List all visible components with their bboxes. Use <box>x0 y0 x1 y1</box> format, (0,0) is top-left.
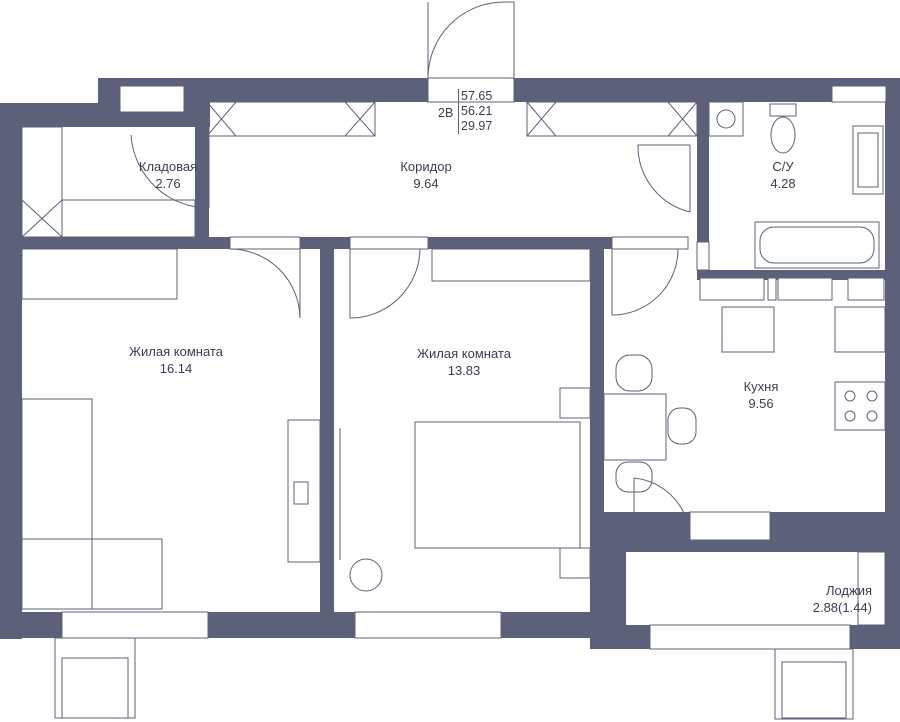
living-area: 29.97 <box>461 119 493 133</box>
room-area: 2.76 <box>155 176 181 191</box>
room-name: Жилая комната <box>129 344 223 359</box>
furniture <box>21 101 886 626</box>
room-name: Жилая комната <box>417 346 511 361</box>
room-label-living2: Жилая комната 13.83 <box>404 345 524 379</box>
apartment-type: 2В <box>438 106 454 120</box>
room-area: 2.88(1.44) <box>812 600 872 615</box>
room-name: Коридор <box>400 159 452 174</box>
room-area: 16.14 <box>159 361 193 376</box>
room-name: Лоджия <box>825 583 872 598</box>
room-area: 4.28 <box>770 176 796 191</box>
room-name: С/У <box>772 159 794 174</box>
room-label-storage: Кладовая 2.76 <box>128 158 208 192</box>
doors <box>130 1 691 548</box>
total-area: 57.65 <box>461 89 493 103</box>
windows <box>54 77 887 720</box>
room-area: 9.64 <box>413 176 439 191</box>
room-label-loggia: Лоджия 2.88(1.44) <box>788 582 872 616</box>
room-area: 13.83 <box>447 363 481 378</box>
total-area-no-loggia: 56.21 <box>461 104 493 118</box>
room-name: Кухня <box>743 379 779 394</box>
room-area: 9.56 <box>748 396 774 411</box>
room-label-living1: Жилая комната 16.14 <box>116 343 236 377</box>
room-label-kitchen: Кухня 9.56 <box>728 378 794 412</box>
room-name: Кладовая <box>138 159 198 174</box>
room-label-corridor: Коридор 9.64 <box>386 158 466 192</box>
apartment-areas: 57.65 56.21 29.97 <box>458 89 492 134</box>
room-label-bathroom: С/У 4.28 <box>758 158 808 192</box>
apartment-area-box: 2В 57.65 56.21 29.97 <box>436 89 516 137</box>
